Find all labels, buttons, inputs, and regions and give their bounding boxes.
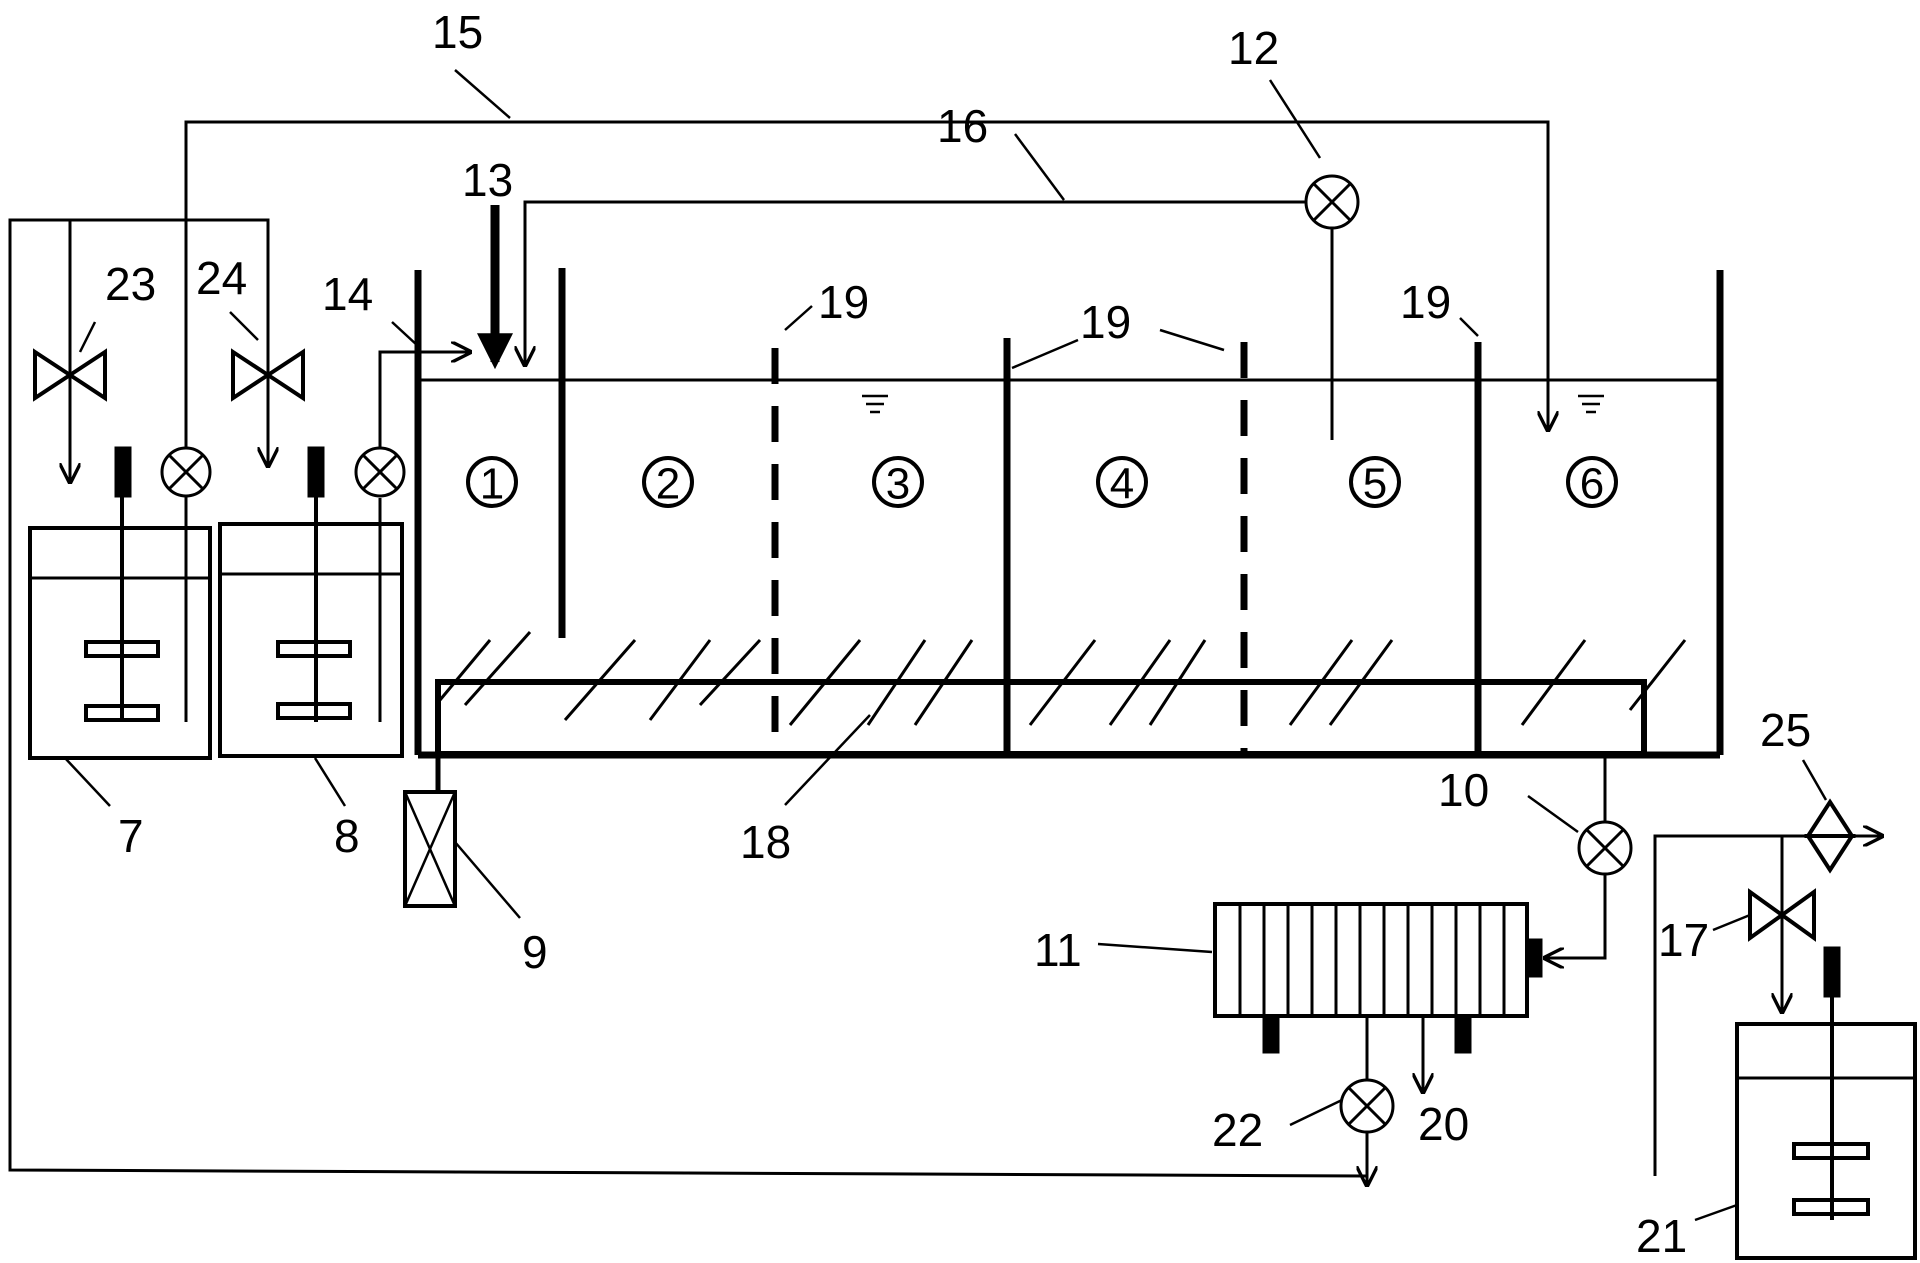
label-11: 11	[1034, 924, 1082, 976]
stirrer-motor-icon	[1823, 946, 1841, 998]
recycle-pipe-16	[525, 200, 1306, 365]
label-16: 16	[937, 100, 988, 152]
pump-7-icon	[160, 446, 212, 498]
dosing-tank-7	[28, 446, 212, 760]
label-15: 15	[432, 6, 483, 58]
label-19a: 19	[818, 276, 869, 328]
label-14: 14	[322, 268, 373, 320]
label-20: 20	[1418, 1098, 1469, 1150]
dosing-tank-8	[218, 446, 404, 758]
leader-lines	[64, 69, 1828, 1222]
chamber-6-label: 6	[1580, 460, 1604, 509]
packing-layer	[435, 679, 1647, 757]
chamber-5-marker	[1349, 456, 1401, 508]
valve-23-icon	[33, 348, 107, 402]
label-25: 25	[1760, 704, 1811, 756]
recycle-pipe-15	[184, 120, 1548, 448]
water-level-symbol	[1578, 394, 1604, 414]
water-level-symbol	[862, 394, 888, 414]
label-12: 12	[1228, 22, 1279, 74]
chamber-2-label: 2	[656, 460, 680, 509]
chamber-2-marker	[642, 456, 694, 508]
chamber-3-marker	[872, 456, 924, 508]
label-21: 21	[1636, 1210, 1687, 1262]
label-23: 23	[105, 258, 156, 310]
valve-25-icon	[1804, 798, 1856, 874]
membrane-module-11	[1213, 902, 1543, 1054]
hatching	[438, 631, 1687, 726]
label-17: 17	[1658, 914, 1709, 966]
pump-12-icon	[1304, 174, 1360, 230]
chamber-1-marker	[466, 456, 518, 508]
label-7: 7	[118, 810, 144, 862]
dosing-pipe-14	[378, 352, 470, 448]
label-10: 10	[1438, 764, 1489, 816]
stirrer-motor-icon	[307, 446, 325, 498]
aeration-device	[403, 755, 457, 908]
pump-8-icon	[354, 446, 406, 498]
label-22: 22	[1212, 1104, 1263, 1156]
chamber-1-label: 1	[480, 460, 504, 509]
label-19b: 19	[1080, 296, 1131, 348]
label-18: 18	[740, 816, 791, 868]
pump-10-icon	[1577, 820, 1633, 876]
return-pipe	[8, 218, 1369, 1178]
chamber-6-marker	[1566, 456, 1618, 508]
label-8: 8	[334, 810, 360, 862]
pipe-to-membrane	[1545, 874, 1607, 958]
chamber-3-label: 3	[886, 460, 910, 509]
label-24: 24	[196, 252, 247, 304]
tank-21	[1735, 946, 1917, 1260]
chamber-5-label: 5	[1363, 460, 1387, 509]
stirrer-motor-icon	[114, 446, 132, 498]
label-13: 13	[462, 154, 513, 206]
valve-24-icon	[231, 348, 305, 402]
chamber-4-label: 4	[1110, 460, 1134, 509]
pump-22-icon	[1339, 1078, 1395, 1134]
label-9: 9	[522, 926, 548, 978]
chamber-4-marker	[1096, 456, 1148, 508]
outlet-pipe	[1653, 836, 1882, 1176]
label-19c: 19	[1400, 276, 1451, 328]
